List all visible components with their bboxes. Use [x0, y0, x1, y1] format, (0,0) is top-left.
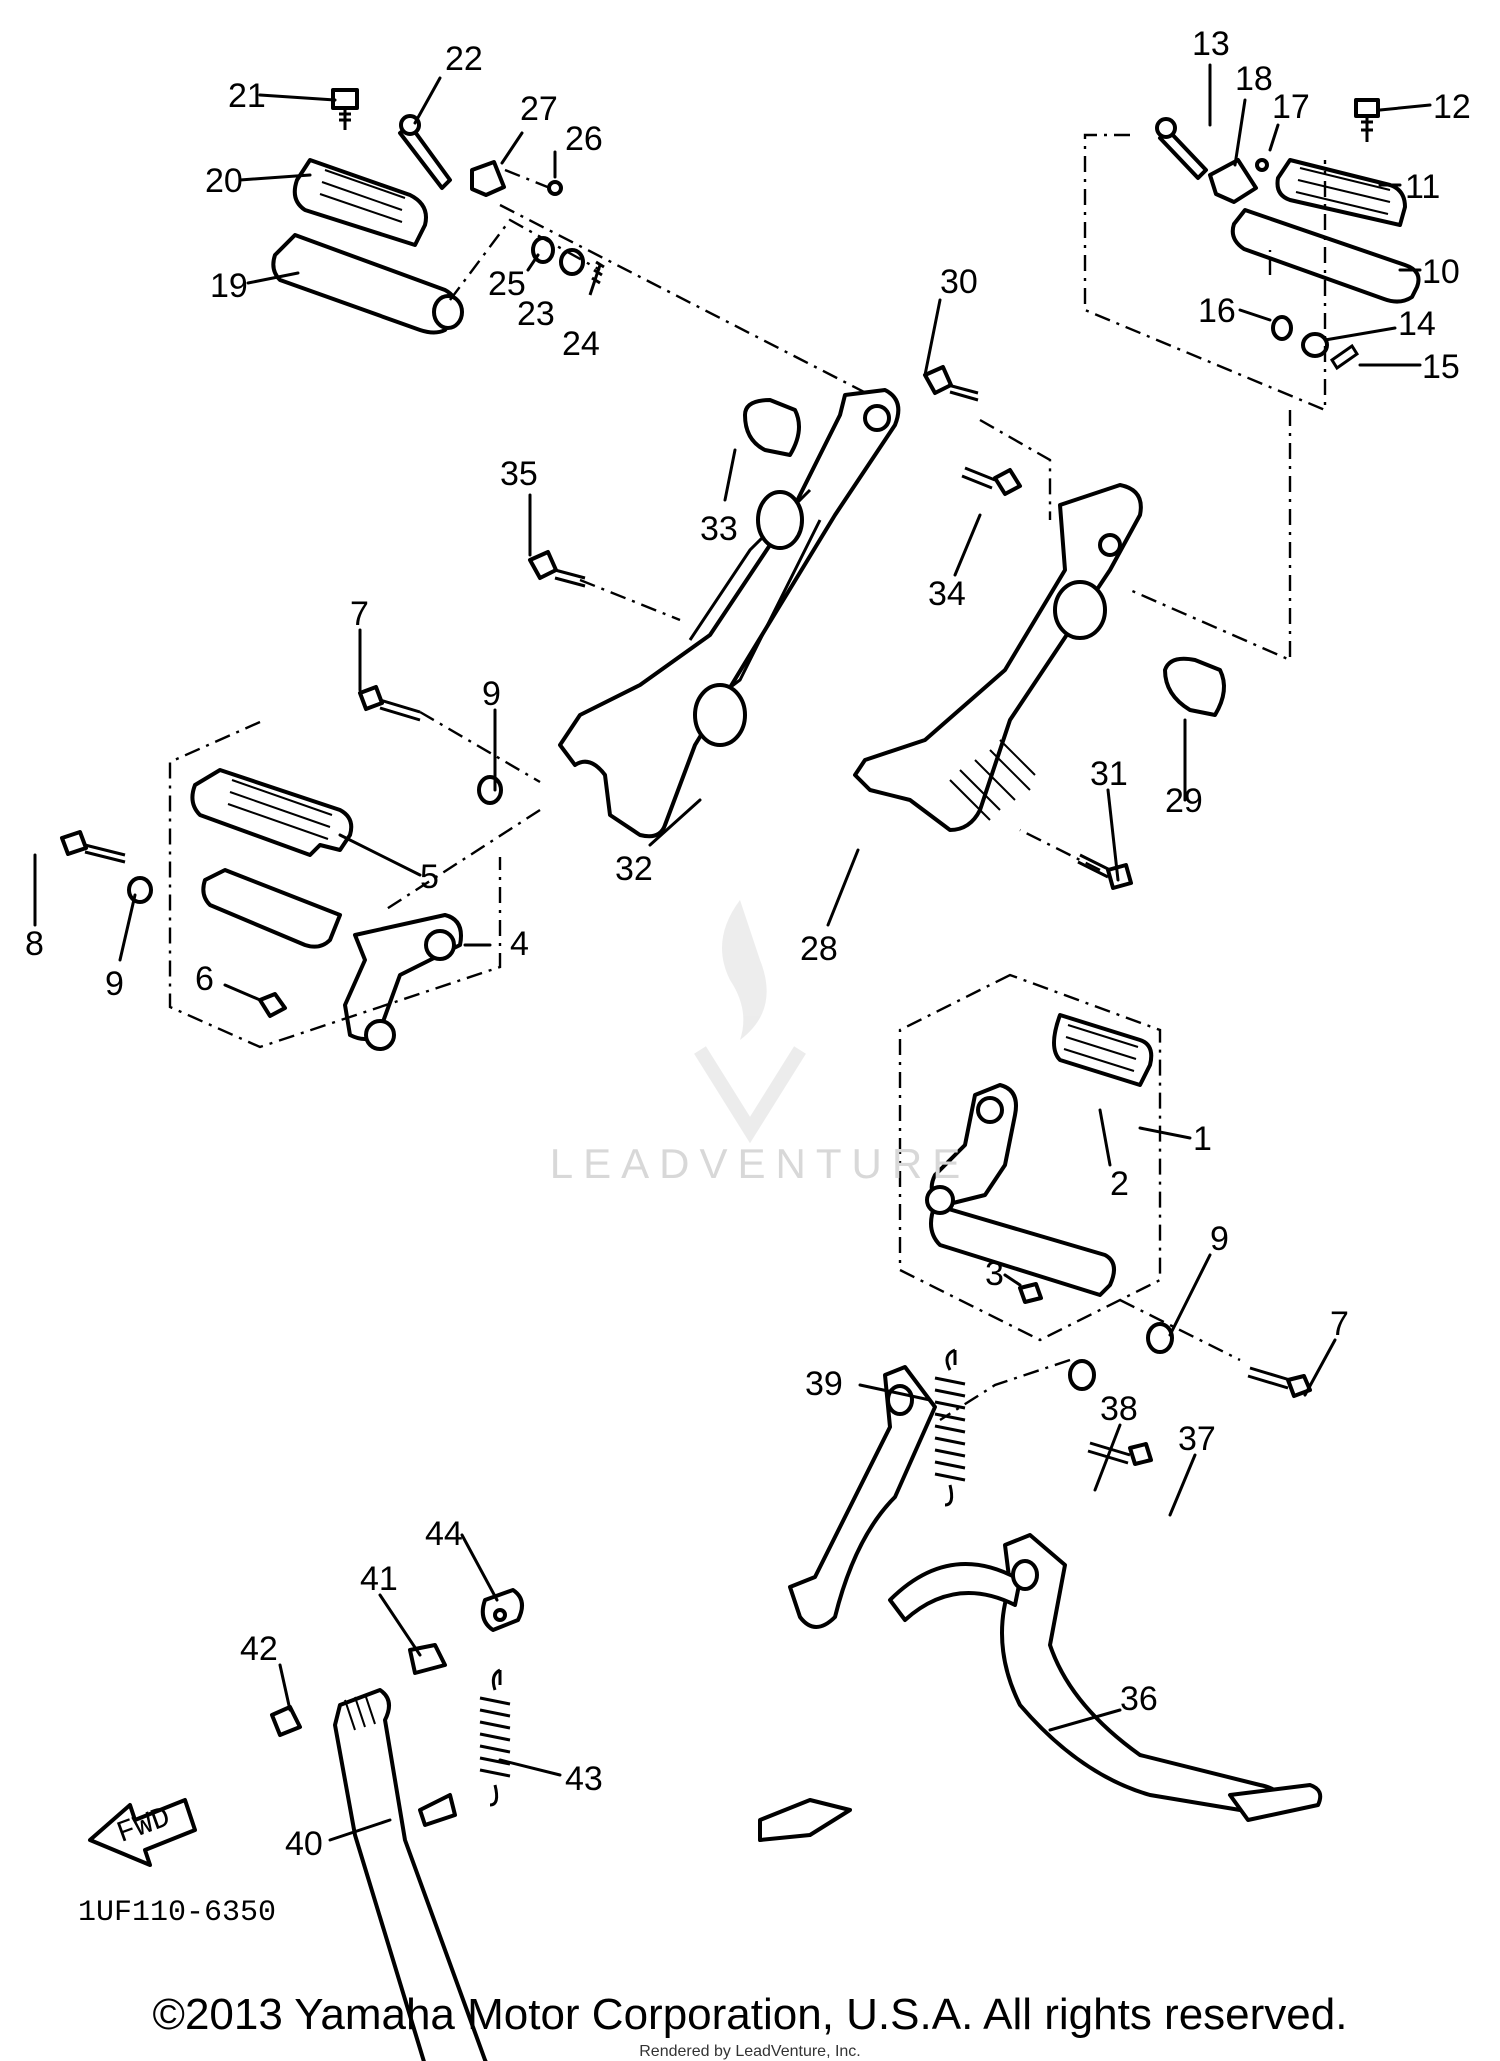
- callout-14: 14: [1398, 305, 1436, 343]
- callout-2: 2: [1110, 1165, 1129, 1203]
- callout-38: 38: [1100, 1390, 1138, 1428]
- callout-37: 37: [1178, 1420, 1216, 1458]
- callout-18: 18: [1235, 60, 1273, 98]
- side-stand-spring: [479, 1668, 511, 1807]
- callout-10: 10: [1422, 253, 1460, 291]
- part-code: 1UF110-6350: [78, 1896, 276, 1930]
- callout-16: 16: [1198, 292, 1236, 330]
- callout-15: 15: [1422, 348, 1460, 386]
- watermark-logo: [694, 900, 806, 1144]
- callout-5: 5: [420, 858, 439, 896]
- callout-17: 17: [1272, 88, 1310, 126]
- callout-30: 30: [940, 263, 978, 301]
- callout-11: 11: [1405, 168, 1440, 206]
- callout-6: 6: [195, 960, 214, 998]
- callout-13: 13: [1192, 25, 1230, 63]
- callout-19: 19: [210, 267, 248, 305]
- footrest-bracket-right: [853, 483, 1143, 832]
- center-stand-spring: [934, 1348, 966, 1507]
- callout-41: 41: [360, 1560, 398, 1598]
- callout-32: 32: [615, 850, 653, 888]
- callout-21: 21: [228, 77, 266, 115]
- side-stand: [270, 1588, 524, 2061]
- callout-39: 39: [805, 1365, 843, 1403]
- callout-7b: 7: [1330, 1305, 1349, 1343]
- callout-4: 4: [510, 925, 529, 963]
- leader-lines: [33, 63, 1432, 1842]
- callout-22: 22: [445, 40, 483, 78]
- callout-12: 12: [1433, 88, 1471, 126]
- callout-29: 29: [1165, 782, 1203, 820]
- rider-footrest-left-assembly: [60, 685, 541, 1051]
- callout-36: 36: [1120, 1680, 1158, 1718]
- callout-44: 44: [425, 1515, 463, 1553]
- callout-24: 24: [562, 325, 600, 363]
- callout-9a: 9: [482, 675, 501, 713]
- rendered-by-notice: Rendered by LeadVenture, Inc.: [639, 2043, 861, 2060]
- callout-25: 25: [488, 265, 526, 303]
- callout-9c: 9: [1210, 1220, 1229, 1258]
- copyright-notice: ©2013 Yamaha Motor Corporation, U.S.A. A…: [152, 1990, 1348, 2039]
- watermark-text: LEADVENTURE: [549, 1140, 971, 1187]
- callout-7a: 7: [350, 595, 369, 633]
- fwd-label: FWD: [113, 1801, 175, 1851]
- callout-26: 26: [565, 120, 603, 158]
- passenger-footrest-left-assembly: [271, 88, 871, 397]
- callout-1: 1: [1193, 1120, 1212, 1158]
- callout-40: 40: [285, 1825, 323, 1863]
- callout-42: 42: [240, 1630, 278, 1668]
- callout-9b: 9: [105, 965, 124, 1003]
- bracket-hardware: [528, 365, 1226, 890]
- callout-27: 27: [520, 90, 558, 128]
- passenger-footrest-right-assembly: [1083, 98, 1421, 662]
- callout-23: 23: [517, 295, 555, 333]
- footrest-bracket-left: [558, 388, 901, 839]
- callout-8: 8: [25, 925, 44, 963]
- fwd-arrow-icon: FWD: [88, 1798, 197, 1867]
- callout-20: 20: [205, 162, 243, 200]
- callout-31: 31: [1090, 755, 1128, 793]
- callout-33: 33: [700, 510, 738, 548]
- center-stand: [758, 1358, 1323, 1842]
- callout-34: 34: [928, 575, 966, 613]
- callout-28: 28: [800, 930, 838, 968]
- callout-43: 43: [565, 1760, 603, 1798]
- rider-footrest-right-assembly: [898, 973, 1312, 1398]
- callout-numbers: 21 22 27 26 20 19 25 23 24 13 18 17 12 1…: [25, 25, 1471, 1930]
- callout-3: 3: [985, 1255, 1004, 1293]
- callout-35: 35: [500, 455, 538, 493]
